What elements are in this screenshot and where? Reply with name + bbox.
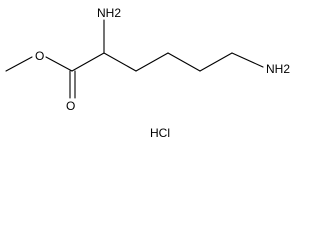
bond-methyl-ester-oxygen xyxy=(5,56,33,72)
ester-oxygen-label: O xyxy=(35,49,44,63)
carbonyl-oxygen-label: O xyxy=(66,99,75,113)
chemical-structure-diagram: O O NH2 NH2 HCl xyxy=(5,6,290,140)
bond-chain-1 xyxy=(103,52,137,72)
alpha-amine-label: NH2 xyxy=(97,6,121,20)
bond-chain-2 xyxy=(135,52,169,72)
bond-chain-4 xyxy=(199,52,233,72)
bond-carbonyl-alpha xyxy=(71,52,105,72)
hydrochloride-salt-label: HCl xyxy=(150,126,170,140)
bond-chain-5 xyxy=(231,52,264,68)
bond-chain-3 xyxy=(167,52,201,72)
bond-skeleton xyxy=(5,19,264,99)
bond-ester-oxygen-carbonyl xyxy=(45,56,73,72)
epsilon-amine-label: NH2 xyxy=(266,62,290,76)
